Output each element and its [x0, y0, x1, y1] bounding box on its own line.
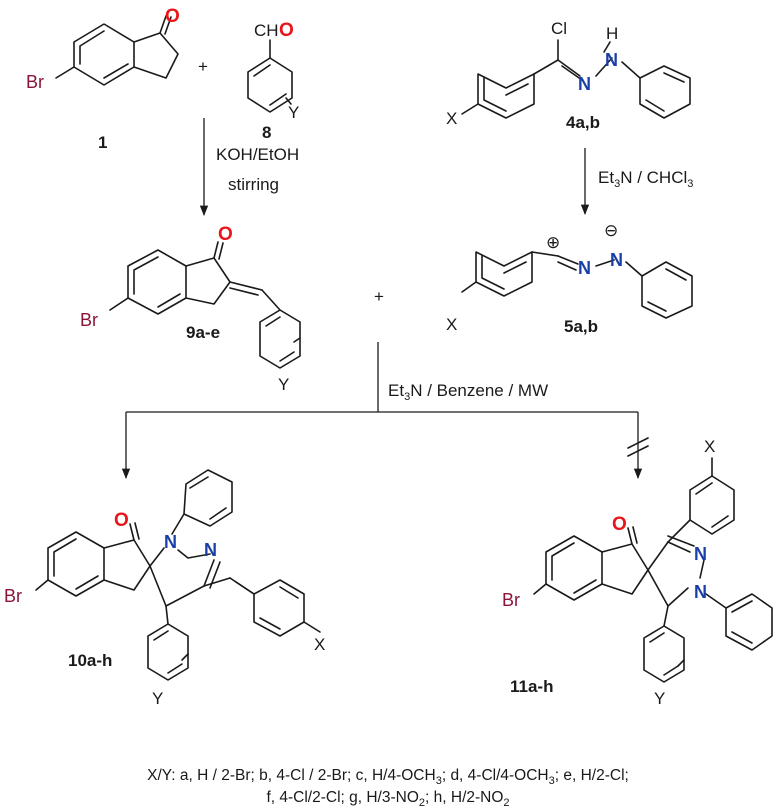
atom-y-8: Y [288, 103, 299, 122]
atom-o-9: O [218, 224, 233, 245]
charge-minus-5: ⊖ [604, 221, 618, 240]
atom-n-5b: N [610, 250, 623, 270]
atom-br-9: Br [80, 310, 98, 330]
compound-5-structure: ⊕ ⊖ N N X [446, 221, 693, 334]
atom-x-5: X [446, 315, 457, 334]
atom-ch-8: CH [254, 21, 279, 40]
atom-h-4: H [606, 24, 618, 43]
atom-br-11: Br [502, 590, 520, 610]
condition-step-1-line-2: stirring [228, 175, 279, 194]
atom-o-11: O [612, 514, 627, 535]
compound-1-structure: O Br [26, 6, 180, 92]
condition-step-3: Et3N / Benzene / MW [388, 381, 548, 403]
blocked-path-mark [627, 437, 649, 457]
atom-n-10a: N [164, 532, 177, 552]
compound-label-8: 8 [262, 123, 271, 142]
atom-y-10: Y [152, 689, 163, 708]
compound-9-structure: O Br Y [80, 224, 301, 394]
footnote-line-2: f, 4-Cl/2-Cl; g, H/3-NO2; h, H/2-NO2 [266, 789, 509, 809]
compound-label-1: 1 [98, 133, 107, 152]
compound-label-11: 11a-h [510, 677, 553, 696]
atom-x-4: X [446, 109, 457, 128]
compound-label-4: 4a,b [566, 113, 600, 132]
compound-label-5: 5a,b [564, 317, 598, 336]
charge-plus-5: ⊕ [546, 233, 560, 252]
plus-sign-2: + [374, 287, 384, 306]
atom-br-1: Br [26, 72, 44, 92]
condition-step-2: Et3N / CHCl3 [598, 168, 693, 190]
compound-label-9: 9a-e [186, 323, 220, 342]
atom-n-5a: N [578, 258, 591, 278]
atom-o-10: O [114, 510, 129, 531]
compound-4-structure: Cl H N N X [446, 19, 691, 128]
atom-o-1: O [165, 6, 180, 27]
footnote-line-1: X/Y: a, H / 2-Br; b, 4-Cl / 2-Br; c, H/4… [147, 767, 629, 787]
atom-br-10: Br [4, 586, 22, 606]
atom-cl-4: Cl [551, 19, 567, 38]
atom-x-10: X [314, 635, 325, 654]
atom-n-4-nh: N [605, 50, 618, 70]
atom-n-4: N [578, 74, 591, 94]
compound-label-10: 10a-h [68, 651, 112, 670]
atom-y-9: Y [278, 375, 289, 394]
compound-10-structure: O N N Br X Y [4, 469, 325, 708]
compound-8-structure: CH O Y [247, 20, 299, 122]
atom-n-11a: N [694, 544, 707, 564]
compound-11-structure: O N N Br X Y [502, 437, 773, 708]
condition-step-1-line-1: KOH/EtOH [216, 145, 299, 164]
atom-n-11b: N [694, 582, 707, 602]
atom-y-11: Y [654, 689, 665, 708]
plus-sign-1: + [198, 57, 208, 76]
atom-x-11: X [704, 437, 715, 456]
atom-n-10b: N [204, 540, 217, 560]
atom-o-8: O [279, 20, 294, 41]
